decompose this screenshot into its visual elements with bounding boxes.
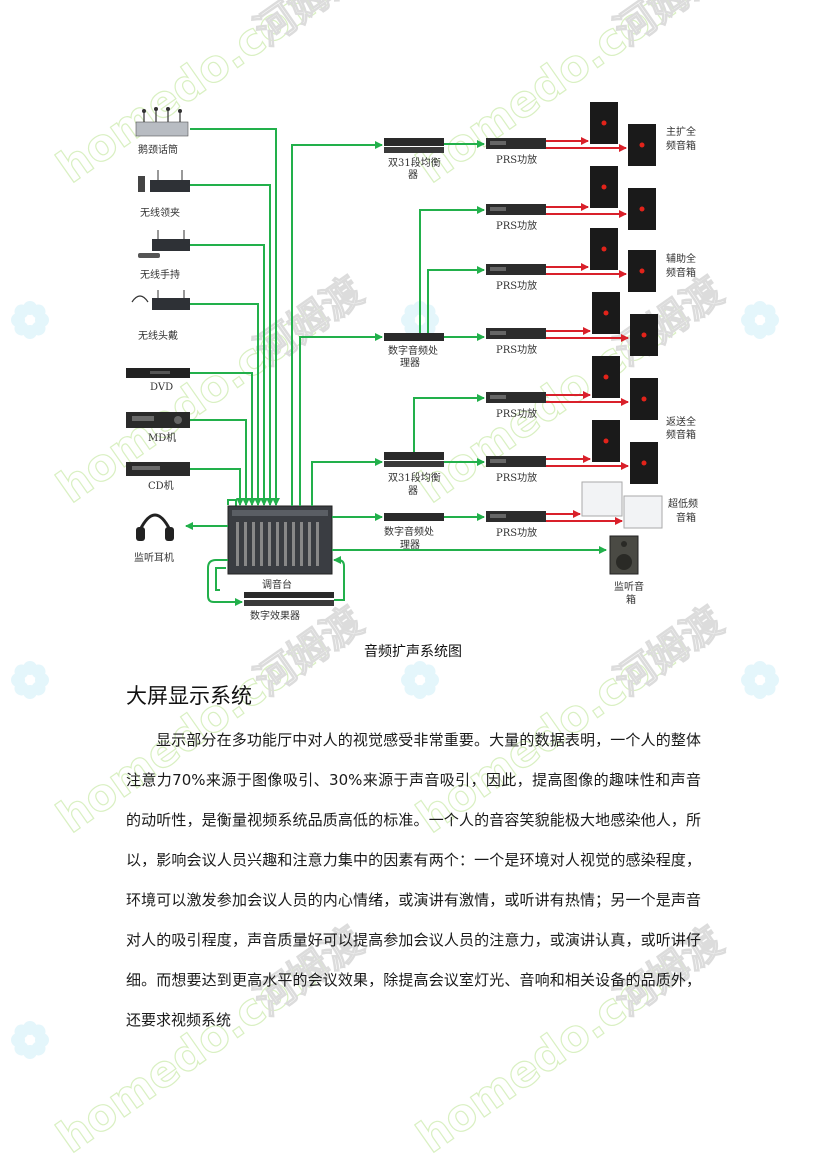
section-paragraph: 显示部分在多功能厅中对人的视觉感受非常重要。大量的数据表明，一个人的整体注意力7…: [126, 731, 701, 1029]
source-label-headset: 无线头戴: [138, 329, 178, 342]
amplifier-5: PRS功放: [486, 392, 546, 420]
source-label-dvd: DVD: [150, 382, 173, 393]
amplifier-4: PRS功放: [486, 328, 546, 356]
md-player-device: [126, 412, 190, 428]
sub-speaker-label-2: 音箱: [676, 511, 696, 524]
speaker-cabinet-4: [628, 188, 656, 230]
speaker-cabinet-3: [590, 166, 618, 208]
speaker-cabinet-7: [592, 292, 620, 334]
eq-bottom-device: [384, 452, 444, 467]
dsp-mid-device: [384, 333, 444, 341]
mixer-console: [227, 505, 333, 575]
flower-watermark-icon: [11, 1021, 49, 1059]
effects-label: 数字效果器: [250, 609, 300, 622]
amplifier-group: PRS功放 PRS功放 PRS功放 PRS功放 PRS功放 PRS功放 PRS功放: [486, 138, 546, 539]
amplifier-label: PRS功放: [496, 279, 537, 292]
return-speaker-label-1: 返送全: [666, 415, 696, 428]
eq-top-label-1: 双31段均衡: [388, 156, 441, 169]
speaker-cabinet-1: [590, 102, 618, 144]
speaker-cabinet-11: [592, 420, 620, 462]
effects-loop-lines: [207, 556, 345, 606]
dsp-mid-label-1: 数字音频处: [388, 344, 438, 357]
eq-top-device: [384, 138, 444, 153]
amplifier-2: PRS功放: [486, 204, 546, 232]
amplifier-label: PRS功放: [496, 343, 537, 356]
amplifier-label: PRS功放: [496, 219, 537, 232]
cd-player-device: [126, 462, 190, 476]
speaker-cabinet-6: [628, 250, 656, 292]
source-label-cd: CD机: [148, 479, 174, 492]
amplifier-1: PRS功放: [486, 138, 546, 166]
eq-top-label-2: 器: [408, 169, 418, 181]
amp-speaker-lines: [546, 137, 629, 525]
dvd-player-device: [126, 368, 190, 378]
monitor-speaker-label-2: 箱: [626, 593, 636, 606]
headphone-icon: [136, 513, 174, 541]
flower-watermark-icon: [11, 661, 49, 699]
speaker-cabinet-12: [630, 442, 658, 484]
source-label-gooseneck: 鹅颈话筒: [138, 143, 178, 156]
main-speaker-label-1: 主扩全: [666, 125, 696, 138]
mixer-label: 调音台: [262, 578, 292, 591]
source-label-md: MD机: [148, 431, 176, 444]
figure-caption: 音频扩声系统图: [364, 644, 462, 660]
amplifier-label: PRS功放: [496, 471, 537, 484]
amplifier-label: PRS功放: [496, 407, 537, 420]
monitor-speaker-label-1: 监听音: [614, 580, 644, 593]
headphone-label: 监听耳机: [134, 551, 174, 564]
dsp-bottom-label-1: 数字音频处: [384, 525, 434, 538]
speaker-cabinet-9: [592, 356, 620, 398]
source-signal-lines: [190, 128, 280, 522]
processor-amp-lines: [413, 140, 485, 521]
audio-system-diagram: 鹅颈话筒 无线领夹 无线手持 无线头戴 DVD MD机: [126, 102, 698, 622]
speaker-cabinet-10: [630, 378, 658, 420]
source-label-handheld: 无线手持: [140, 268, 180, 281]
dsp-bottom-device: [384, 513, 444, 521]
amplifier-3: PRS功放: [486, 264, 546, 292]
amplifier-label: PRS功放: [496, 526, 537, 539]
flower-watermark-icon: [741, 661, 779, 699]
amplifier-label: PRS功放: [496, 153, 537, 166]
eq-bottom-label-1: 双31段均衡: [388, 471, 441, 484]
monitor-speaker: [609, 535, 639, 575]
section-heading: 大屏显示系统: [126, 684, 252, 708]
effects-processor: [244, 592, 334, 606]
amplifier-6: PRS功放: [486, 456, 546, 484]
aux-speaker-label-1: 辅助全: [666, 252, 696, 265]
speaker-cabinet-8: [630, 314, 658, 356]
aux-speaker-label-2: 频音箱: [666, 266, 696, 279]
dsp-mid-label-2: 理器: [400, 357, 420, 369]
main-speaker-label-2: 频音箱: [666, 139, 696, 152]
speaker-cabinet-2: [628, 124, 656, 166]
mixer-output-lines: [291, 141, 607, 554]
return-speaker-label-2: 频音箱: [666, 428, 696, 441]
wireless-lavalier-device: [138, 170, 190, 192]
amplifier-7: PRS功放: [486, 511, 546, 539]
wireless-headset-device: [131, 290, 190, 310]
gooseneck-mic-device: [135, 107, 189, 137]
dsp-bottom-label-2: 理器: [400, 539, 420, 551]
wireless-handheld-device: [138, 230, 190, 258]
eq-bottom-label-2: 器: [408, 485, 418, 497]
speaker-group: [590, 102, 658, 484]
subwoofer-speakers: [581, 481, 663, 529]
speaker-cabinet-5: [590, 228, 618, 270]
source-label-lavalier: 无线领夹: [140, 206, 180, 219]
flower-watermark-icon: [401, 661, 439, 699]
sub-speaker-label-1: 超低频: [668, 497, 698, 510]
